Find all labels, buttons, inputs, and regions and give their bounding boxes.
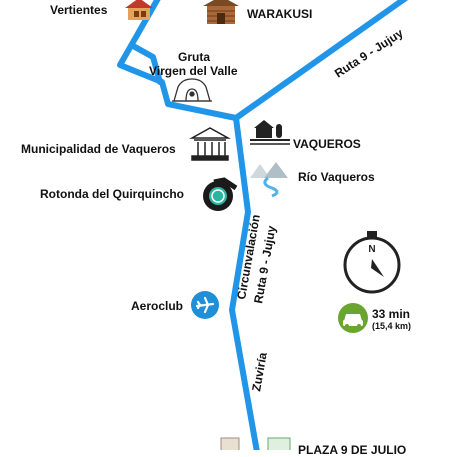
gruta-subtitle-label: Virgen del Valle	[149, 64, 238, 78]
vaqueros-label: VAQUEROS	[293, 137, 361, 151]
car-icon	[338, 303, 368, 333]
compass-icon: N	[343, 231, 401, 294]
warakusi-label: WARAKUSI	[247, 7, 313, 21]
rotonda-label: Rotonda del Quirquincho	[40, 187, 184, 201]
aeroclub-label: Aeroclub	[131, 299, 184, 313]
zuviria-label: Zuviría	[249, 351, 270, 393]
municipalidad-label: Municipalidad de Vaqueros	[21, 142, 176, 156]
rio-vaqueros-label: Río Vaqueros	[298, 170, 375, 184]
cabin-icon	[203, 0, 239, 24]
airplane-icon	[191, 291, 219, 319]
building-icon	[189, 127, 231, 161]
roundabout-icon	[203, 177, 238, 211]
plaza-label: PLAZA 9 DE JULIO	[298, 443, 407, 457]
trip-distance: (15,4 km)	[372, 321, 412, 331]
shield-icon	[220, 437, 291, 450]
farm-icon	[250, 120, 290, 145]
svg-text:N: N	[368, 244, 375, 255]
grotto-icon	[172, 78, 212, 102]
trip-duration: 33 min	[372, 307, 411, 321]
vertientes-label: Vertientes	[50, 3, 108, 17]
gruta-title-label: Gruta	[178, 50, 211, 64]
house-icon	[125, 0, 153, 20]
ruta9-top-label: Ruta 9 - Jujuy	[332, 26, 406, 81]
river-icon	[250, 162, 288, 198]
route-path	[117, 0, 409, 450]
